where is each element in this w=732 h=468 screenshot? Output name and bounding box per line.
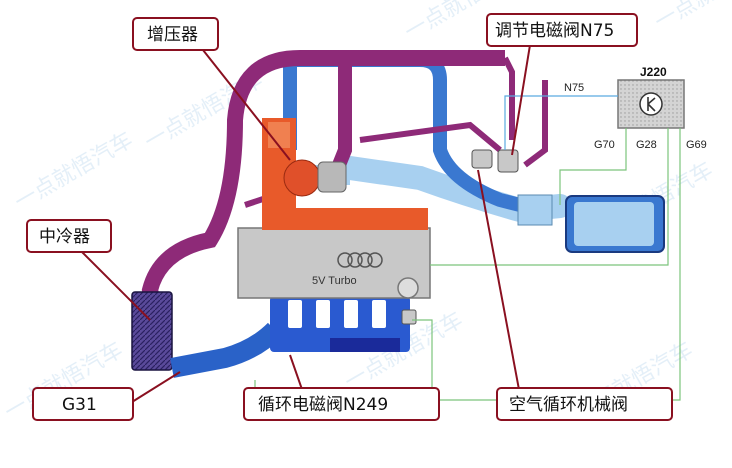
g31-label: G31: [62, 395, 97, 415]
engine-logo-rings: [337, 252, 383, 268]
compressor-housing: [317, 161, 347, 193]
wire-label-n75: N75: [564, 82, 584, 94]
intercooler-core: [131, 291, 173, 371]
turbo-outlet: [268, 122, 290, 148]
turbine-wheel: [283, 159, 321, 197]
intake-plenum-dark: [330, 338, 400, 352]
air-filter-element: [574, 202, 654, 246]
recirc-valve-body: [471, 149, 493, 169]
callout-intercooler: 中冷器: [26, 219, 112, 253]
n75-valve-body: [497, 149, 519, 173]
control-line: [523, 80, 548, 168]
callout-leaders: [81, 44, 531, 403]
n249-valve-label: 循环电磁阀N249: [258, 395, 388, 415]
callout-g31: G31: [32, 387, 134, 421]
pressure-pipe-branch: [328, 60, 352, 178]
wire-label-g69: G69: [686, 139, 707, 151]
ecu-name: J220: [640, 65, 667, 79]
control-line: [502, 56, 515, 140]
recirc-valve-label: 空气循环机械阀: [509, 395, 628, 415]
watermark: 一点就悟汽车: [11, 128, 138, 216]
engine-label: 5V Turbo: [312, 275, 357, 287]
callout-turbocharger: 增压器: [132, 17, 219, 51]
n249-valve-body: [401, 309, 417, 325]
n75-valve-label: 调节电磁阀N75: [495, 21, 614, 41]
wire-label-g28: G28: [636, 139, 657, 151]
exhaust-manifold: [262, 208, 428, 230]
pressure-pipe-main: [141, 50, 505, 332]
turbocharger-label: 增压器: [147, 25, 198, 45]
engine-pulley: [397, 277, 419, 299]
charge-air-pipe: [170, 322, 283, 378]
ecu-symbol-icon: [639, 92, 663, 116]
callout-n75-valve: 调节电磁阀N75: [486, 13, 638, 47]
intercooler-label: 中冷器: [39, 227, 90, 247]
manifold-runners: [288, 300, 386, 328]
air-flow-meter: [517, 194, 553, 226]
ecu-j220: [617, 79, 685, 129]
control-line: [359, 121, 502, 153]
ecu-symbol-icon: [647, 97, 656, 112]
callout-n249-valve: 循环电磁阀N249: [243, 387, 440, 421]
wire-label-g70: G70: [594, 139, 615, 151]
watermark: 一点就悟汽车: [651, 0, 732, 35]
callout-recirc-valve: 空气循环机械阀: [496, 387, 673, 421]
